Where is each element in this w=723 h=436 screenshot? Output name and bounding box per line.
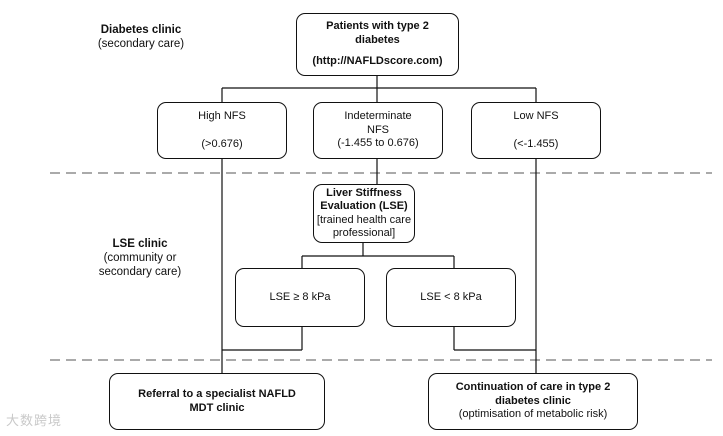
low-nfs-label: Low NFS [513, 110, 559, 122]
lse-line3: [trained health care [316, 213, 412, 226]
lse-box: Liver Stiffness Evaluation (LSE) [traine… [313, 184, 415, 243]
zone-lse-clinic: LSE clinic (community or secondary care) [70, 237, 210, 279]
indeterminate-label-2: NFS [367, 123, 389, 136]
high-nfs-label: High NFS [198, 110, 246, 122]
continuation-line3: (optimisation of metabolic risk) [458, 408, 608, 421]
indeterminate-nfs-box: Indeterminate NFS (-1.455 to 0.676) [313, 102, 443, 159]
continuation-box: Continuation of care in type 2 diabetes … [428, 373, 638, 430]
low-nfs-box: Low NFS (<-1.455) [471, 102, 601, 159]
referral-line2: MDT clinic [189, 401, 245, 414]
lse-low-box: LSE < 8 kPa [386, 268, 516, 327]
high-nfs-range: (>0.676) [201, 137, 243, 150]
continuation-line2: diabetes clinic [495, 394, 571, 407]
lse-line1: Liver Stiffness [326, 186, 402, 199]
indeterminate-label: Indeterminate [344, 110, 412, 123]
referral-box: Referral to a specialist NAFLD MDT clini… [109, 373, 325, 430]
continuation-line1: Continuation of care in type 2 [455, 381, 611, 394]
zone-diabetes-clinic: Diabetes clinic (secondary care) [66, 23, 216, 51]
indeterminate-range: (-1.455 to 0.676) [337, 137, 419, 150]
patients-box: Patients with type 2 diabetes (http://NA… [296, 13, 459, 76]
zone-title: LSE clinic [112, 238, 168, 250]
zone-subtitle-line2: secondary care) [98, 266, 182, 278]
lse-high-label: LSE ≥ 8 kPa [269, 290, 331, 303]
patients-line1: Patients with type 2 [326, 20, 429, 33]
lse-line4: professional] [332, 227, 396, 239]
lse-low-label: LSE < 8 kPa [420, 290, 482, 303]
zone-subtitle: (secondary care) [97, 38, 185, 50]
referral-line1: Referral to a specialist NAFLD [138, 388, 296, 400]
lse-line2: Evaluation (LSE) [320, 200, 408, 212]
patients-line2: diabetes [355, 33, 400, 46]
patients-url: (http://NAFLDscore.com) [312, 55, 443, 68]
watermark: 大数跨境 [6, 413, 63, 428]
low-nfs-range: (<-1.455) [513, 137, 559, 150]
lse-high-box: LSE ≥ 8 kPa [235, 268, 365, 327]
high-nfs-box: High NFS (>0.676) [157, 102, 287, 159]
zone-subtitle-line1: (community or [103, 252, 177, 264]
zone-title: Diabetes clinic [100, 24, 182, 36]
